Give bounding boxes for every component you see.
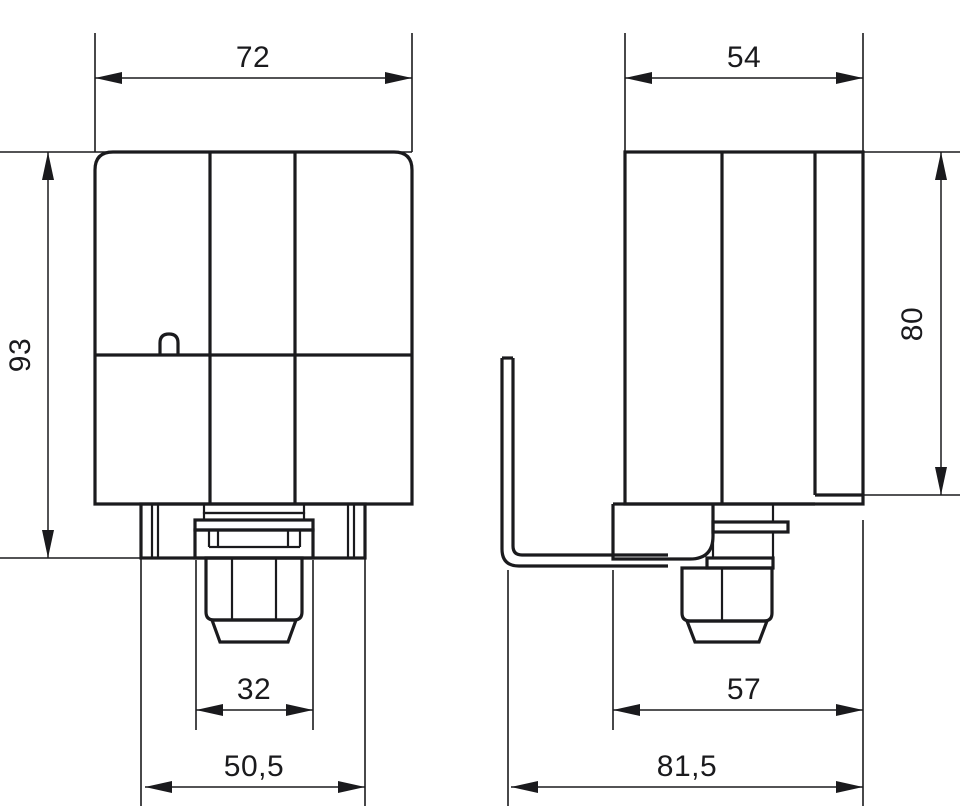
side-body-outline bbox=[623, 150, 865, 506]
dim-72-label: 72 bbox=[236, 41, 270, 74]
dimension-54: 54 bbox=[625, 41, 863, 84]
bracket-inner-line bbox=[511, 358, 668, 557]
dimension-81-5: 81,5 bbox=[511, 750, 863, 793]
dim-80-label: 80 bbox=[896, 307, 929, 341]
side-housing-corner-radius bbox=[689, 504, 715, 561]
dim-93-arrow-top bbox=[42, 152, 54, 180]
dim-32-arrow-right bbox=[286, 704, 313, 716]
front-gland-lower-body bbox=[204, 556, 304, 622]
dim-93-arrow-bottom bbox=[42, 530, 54, 558]
dim-54-arrow-left bbox=[625, 72, 652, 84]
dim-54-label: 54 bbox=[727, 41, 761, 74]
bracket-outer-line bbox=[500, 358, 668, 568]
dimension-80: 80 bbox=[896, 152, 947, 495]
front-gland-bottom-cap bbox=[209, 618, 299, 644]
side-gland-neck bbox=[711, 502, 775, 524]
dim-93-label: 93 bbox=[4, 338, 37, 372]
dimension-32: 32 bbox=[196, 673, 313, 716]
dim-505-label: 50,5 bbox=[224, 750, 284, 783]
side-gland-collar bbox=[711, 530, 775, 560]
dim-815-label: 81,5 bbox=[657, 750, 717, 783]
dim-57-arrow-left bbox=[613, 704, 640, 716]
dim-80-arrow-top bbox=[935, 152, 947, 180]
dim-505-arrow-right bbox=[338, 781, 365, 793]
side-cable-gland bbox=[680, 502, 790, 644]
front-cable-gland bbox=[193, 502, 315, 644]
side-gland-body bbox=[680, 566, 774, 623]
side-mounting-bracket bbox=[500, 356, 668, 568]
dim-32-arrow-left bbox=[196, 704, 223, 716]
dim-72-arrow-left bbox=[95, 72, 122, 84]
front-body-outline bbox=[93, 150, 414, 506]
dim-32-label: 32 bbox=[237, 673, 271, 706]
dim-72-arrow-right bbox=[385, 72, 412, 84]
dim-815-arrow-right bbox=[836, 781, 863, 793]
dim-54-arrow-right bbox=[836, 72, 863, 84]
dimension-72: 72 bbox=[95, 41, 412, 84]
front-body-arch-detail bbox=[158, 332, 180, 355]
dimension-57: 57 bbox=[613, 673, 863, 716]
side-gland-bottom-cap bbox=[684, 619, 770, 644]
front-gland-hexnut bbox=[193, 528, 315, 560]
dim-815-arrow-left bbox=[511, 781, 538, 793]
dim-57-label: 57 bbox=[727, 673, 761, 706]
dim-80-arrow-bottom bbox=[935, 467, 947, 495]
side-lower-housing bbox=[611, 504, 690, 561]
dimension-50-5: 50,5 bbox=[145, 750, 365, 793]
side-view-group: 54 80 57 81,5 bbox=[500, 33, 960, 806]
dim-57-arrow-right bbox=[836, 704, 863, 716]
dim-505-arrow-left bbox=[145, 781, 172, 793]
side-gland-tab bbox=[711, 520, 790, 534]
front-view-extension-lines bbox=[0, 33, 413, 806]
front-view-group: 72 93 32 50,5 bbox=[0, 33, 414, 806]
dimension-93: 93 bbox=[4, 152, 54, 558]
